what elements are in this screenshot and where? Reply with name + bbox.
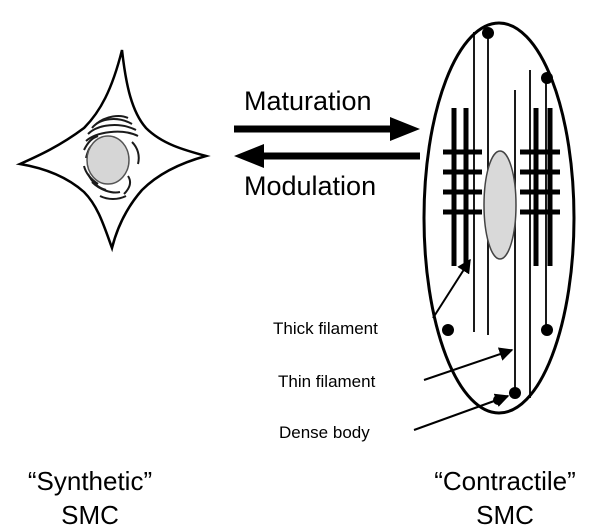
contractile-caption-line1: “Contractile” xyxy=(434,466,576,496)
dense-body-dot xyxy=(541,72,553,84)
contractile-nucleus xyxy=(484,151,516,259)
modulation-label: Modulation xyxy=(244,171,376,201)
dense-body-dot xyxy=(541,324,553,336)
synthetic-cell xyxy=(20,50,206,248)
dense-body-dot xyxy=(482,27,494,39)
thick-filament-label: Thick filament xyxy=(273,319,378,338)
thin-filament-label: Thin filament xyxy=(278,372,376,391)
synthetic-nucleus xyxy=(87,136,129,184)
dense-body-dot xyxy=(442,324,454,336)
contractile-caption-line2: SMC xyxy=(476,500,534,530)
synthetic-caption-line2: SMC xyxy=(61,500,119,530)
maturation-label: Maturation xyxy=(244,86,372,116)
synthetic-caption-line1: “Synthetic” xyxy=(28,466,152,496)
dense-body-label: Dense body xyxy=(279,423,370,442)
dense-body-dot xyxy=(509,387,521,399)
maturation-arrow xyxy=(234,117,420,141)
modulation-arrow xyxy=(234,144,420,168)
